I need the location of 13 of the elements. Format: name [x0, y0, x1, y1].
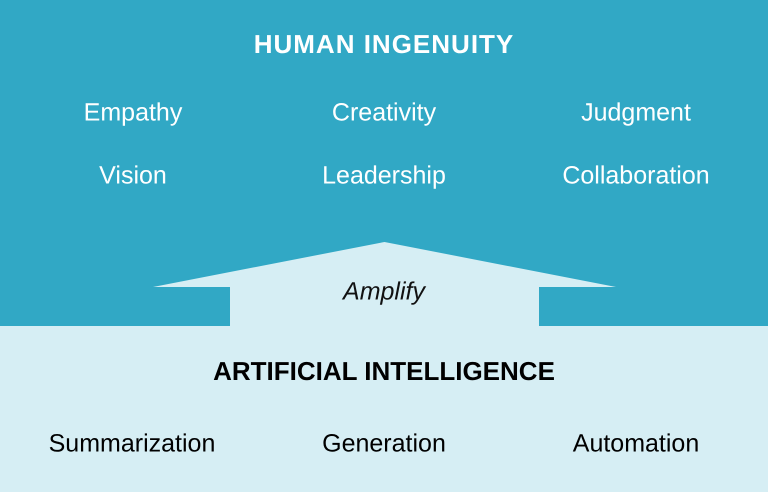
skill-label: Summarization	[48, 430, 216, 458]
skill-label: Creativity	[332, 98, 436, 128]
skill-label: Collaboration	[562, 162, 710, 190]
band-panel	[0, 0, 768, 326]
skill-label: Generation	[322, 430, 446, 458]
skill-label: Automation	[572, 430, 700, 458]
skill-label: Judgment	[581, 98, 691, 128]
skill-label: Vision	[99, 162, 167, 190]
skill-label: Leadership	[322, 162, 446, 190]
section-heading: ARTIFICIAL INTELLIGENCE	[213, 357, 555, 387]
section-heading: HUMAN INGENUITY	[254, 30, 514, 60]
skill-label: Empathy	[84, 98, 182, 128]
arrow-label: Amplify	[343, 278, 425, 306]
